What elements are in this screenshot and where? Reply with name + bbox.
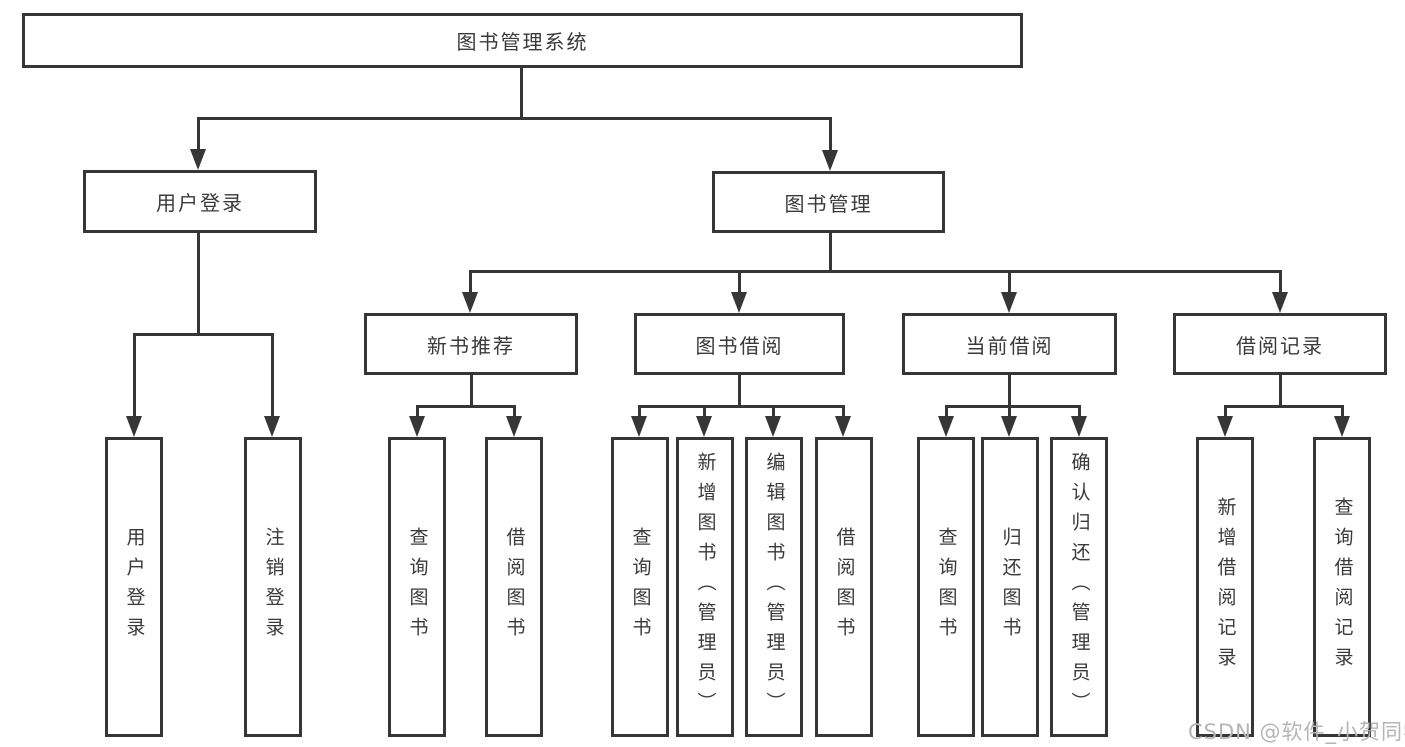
leaf-query-borrow-record: 查询借阅记录 [1313, 437, 1371, 737]
connector-record-rail [1224, 405, 1344, 408]
connector-line [1224, 405, 1227, 418]
leaf-user-login: 用户登录 [105, 437, 163, 737]
connector-line [1008, 270, 1011, 293]
connector-login-rail [133, 333, 274, 336]
arrow-down-icon [765, 416, 781, 437]
arrow-down-icon [1217, 416, 1233, 437]
arrow-down-icon [696, 416, 712, 437]
arrow-down-icon [822, 150, 838, 171]
connector-line [842, 405, 845, 418]
arrow-down-icon [190, 149, 206, 170]
connector-line [513, 405, 516, 418]
connector-line [469, 270, 472, 293]
connector-line [1008, 405, 1011, 418]
connector-current-stem [1008, 374, 1011, 408]
node-book-borrow: 图书借阅 [634, 313, 845, 375]
connector-line [703, 405, 706, 418]
connector-level2-rail [197, 117, 832, 120]
connector-root-stem [520, 68, 523, 120]
node-borrow-record: 借阅记录 [1173, 313, 1387, 375]
connector-level3-rail [469, 270, 1282, 273]
arrow-down-icon [506, 416, 522, 437]
arrow-down-icon [1272, 292, 1288, 313]
arrow-down-icon [631, 416, 647, 437]
connector-record-stem [1279, 374, 1282, 408]
csdn-watermark: CSDN @软件_小贺同学 [1188, 720, 1405, 744]
leaf-confirm-return-admin: 确认归还（管理员） [1050, 437, 1108, 737]
connector-line [738, 270, 741, 293]
connector-line [772, 405, 775, 418]
connector-newbook-stem [470, 374, 473, 408]
leaf-borrow-books-1: 借阅图书 [485, 437, 543, 737]
leaf-add-book-admin: 新增图书（管理员） [676, 437, 734, 737]
leaf-add-borrow-record: 新增借阅记录 [1196, 437, 1254, 737]
connector-borrow-rail [638, 405, 845, 408]
connector-line [1279, 270, 1282, 293]
node-user-login: 用户登录 [83, 170, 317, 233]
arrow-down-icon [1001, 416, 1017, 437]
arrow-down-icon [1001, 292, 1017, 313]
arrow-down-icon [264, 416, 280, 437]
leaf-query-books-3: 查询图书 [917, 437, 975, 737]
connector-mgmt-stem [829, 232, 832, 273]
connector-line [133, 333, 136, 418]
leaf-return-book: 归还图书 [981, 437, 1039, 737]
leaf-query-books-2: 查询图书 [611, 437, 669, 737]
arrow-down-icon [731, 292, 747, 313]
connector-line [197, 117, 200, 151]
connector-borrow-stem [738, 374, 741, 408]
connector-line [271, 333, 274, 418]
arrow-down-icon [409, 416, 425, 437]
connector-line [638, 405, 641, 418]
connector-line [829, 117, 832, 151]
connector-line [945, 405, 948, 418]
node-current-borrow: 当前借阅 [902, 313, 1117, 375]
leaf-logout: 注销登录 [244, 437, 302, 737]
connector-line [1341, 405, 1344, 418]
node-library-system: 图书管理系统 [22, 13, 1023, 68]
connector-newbook-rail [416, 405, 516, 408]
node-new-book-recommend: 新书推荐 [364, 313, 578, 375]
arrow-down-icon [835, 416, 851, 437]
arrow-down-icon [938, 416, 954, 437]
node-book-management: 图书管理 [712, 171, 945, 233]
arrow-down-icon [462, 292, 478, 313]
arrow-down-icon [126, 416, 142, 437]
leaf-borrow-books-2: 借阅图书 [815, 437, 873, 737]
leaf-edit-book-admin: 编辑图书（管理员） [745, 437, 803, 737]
connector-line [1078, 405, 1081, 418]
arrow-down-icon [1071, 416, 1087, 437]
connector-current-rail [945, 405, 1081, 408]
connector-line [416, 405, 419, 418]
leaf-query-books-1: 查询图书 [388, 437, 446, 737]
arrow-down-icon [1334, 416, 1350, 437]
connector-login-stem [197, 232, 200, 336]
